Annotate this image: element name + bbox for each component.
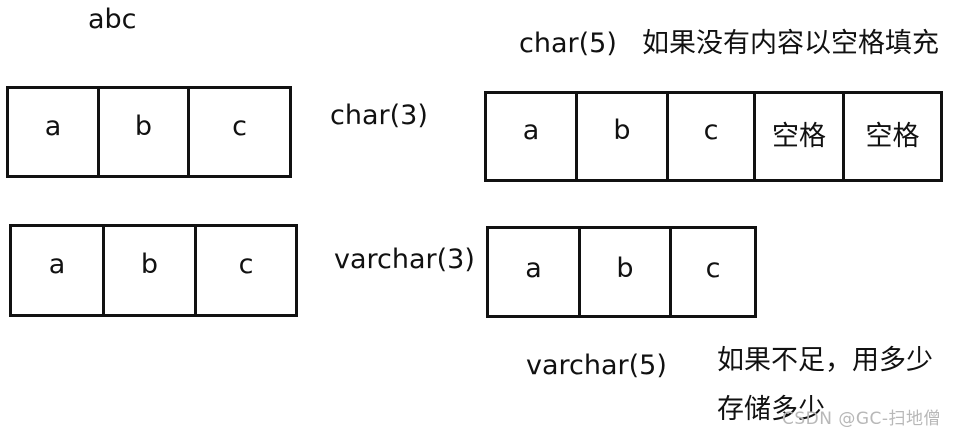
char5-note: 如果没有内容以空格填充 [642, 28, 939, 59]
varchar3-box-row: a b c [9, 224, 298, 317]
varchar5-box-row: a b c [486, 226, 757, 318]
varchar5-cell: c [705, 252, 721, 284]
char5-cell: b [578, 94, 669, 179]
varchar5-label: varchar(5) [526, 350, 667, 381]
char3-box-row: a b c [6, 86, 292, 178]
char3-label: char(3) [330, 100, 428, 131]
varchar5-note-line2: 存储多少 [717, 394, 825, 425]
char3-cell: a [9, 89, 100, 175]
char5-cell-space: 空格 [756, 94, 845, 179]
varchar3-cell: b [105, 227, 197, 314]
char3-cell: c [232, 110, 247, 142]
char5-box-row: a b c 空格 空格 [484, 91, 943, 182]
varchar3-cell: a [12, 227, 105, 314]
char5-label: char(5) [519, 28, 617, 59]
input-string-label: abc [88, 4, 137, 35]
watermark-text: CSDN @GC-扫地僧 [782, 409, 942, 429]
char3-cell: b [100, 89, 190, 175]
varchar3-cell: c [238, 249, 254, 280]
char5-cell: c [669, 94, 756, 179]
char5-cell: a [487, 94, 578, 179]
varchar5-note-line1: 如果不足，用多少 [717, 345, 933, 376]
varchar3-label: varchar(3) [334, 244, 475, 275]
char5-cell-space: 空格 [865, 121, 920, 152]
varchar5-cell: b [581, 229, 672, 315]
varchar5-cell: a [489, 229, 581, 315]
